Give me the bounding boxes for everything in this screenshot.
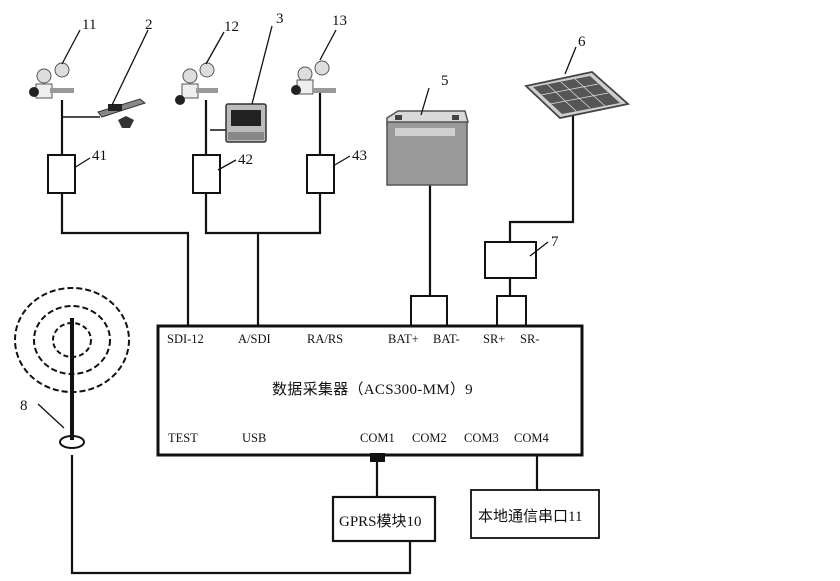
anemometer-cup-right: [54, 62, 70, 78]
station-12-arm: [196, 88, 218, 93]
protector-41: [47, 154, 76, 194]
station-13-arm: [312, 88, 336, 93]
port-com4: COM4: [514, 431, 549, 445]
leader-12: [205, 31, 225, 65]
callout-8: 8: [20, 398, 28, 414]
anemometer-cup-right: [314, 60, 330, 76]
station-12-housing: [181, 83, 199, 99]
battery-terminal-left: [395, 115, 402, 120]
callout-12: 12: [224, 19, 239, 35]
sr-connector: [496, 295, 527, 327]
sensor-3-display: [231, 110, 261, 126]
charge-regulator: [484, 241, 537, 279]
anemometer-cup-left: [182, 68, 198, 84]
bat-connector: [410, 295, 448, 327]
leader-43: [332, 155, 351, 167]
station-12-sensor-dot: [175, 95, 185, 105]
port-ra-rs: RA/RS: [307, 332, 344, 346]
anemometer-cup-left: [297, 66, 313, 82]
wire-antenna-gprs: [70, 455, 412, 575]
sensor-2-head: [108, 104, 122, 111]
local-serial-box: [470, 489, 600, 539]
panel-cells: [533, 76, 620, 114]
leader-8: [37, 403, 65, 429]
port-com1: COM1: [360, 431, 395, 445]
battery-label-strip: [395, 128, 455, 136]
port-sr-plus: SR+: [483, 332, 506, 346]
leader-5: [420, 87, 430, 116]
callout-6: 6: [578, 34, 586, 50]
sensor-2-clamp: [118, 116, 134, 128]
port-sr-minus: SR-: [520, 332, 540, 346]
protector-43: [306, 154, 335, 194]
leader-6: [564, 46, 577, 75]
port-com2: COM2: [412, 431, 447, 445]
station-11-sensor-dot: [29, 87, 39, 97]
leader-41: [73, 157, 91, 169]
callout-5: 5: [441, 73, 449, 89]
leader-7: [529, 241, 549, 257]
callout-7: 7: [551, 234, 559, 250]
local-serial-label: 本地通信串口11: [478, 509, 583, 525]
antenna: [14, 287, 130, 449]
gprs-module-label: GPRS模块10: [339, 514, 422, 530]
sensor-3-base: [228, 132, 264, 140]
station-11-arm: [50, 88, 74, 93]
callout-3: 3: [276, 11, 284, 27]
callout-13: 13: [332, 13, 347, 29]
port-bat-minus: BAT-: [433, 332, 460, 346]
callout-11: 11: [82, 17, 97, 33]
station-13-sensor-dot: [291, 85, 301, 95]
leader-2: [111, 29, 149, 106]
panel-grid: [540, 78, 609, 112]
battery: [386, 87, 469, 186]
port-com3: COM3: [464, 431, 499, 445]
port-bat-plus: BAT+: [388, 332, 419, 346]
leader-3: [251, 25, 273, 105]
port-a-sdi: A/SDI: [238, 332, 271, 346]
callout-41: 41: [92, 148, 107, 164]
data-logger-box: [156, 324, 584, 457]
leader-42: [217, 159, 237, 171]
weather-station-13: [291, 29, 337, 95]
sensor-3: [225, 25, 273, 143]
protector-42: [192, 154, 221, 194]
port-test: TEST: [168, 431, 198, 445]
callout-43: 43: [352, 148, 367, 164]
gprs-module-box: [331, 495, 437, 543]
sensor-2: [97, 29, 149, 128]
anemometer-cup-right: [199, 62, 215, 78]
wire-solar: [508, 112, 575, 242]
antenna-base: [59, 435, 85, 449]
weather-station-11: [29, 29, 81, 99]
logger-title: 数据采集器（ACS300-MM）9: [272, 382, 473, 398]
solar-panel: [524, 46, 630, 119]
wire-41-sdi12: [60, 192, 190, 326]
wiring: [60, 90, 575, 575]
com1-plug: [370, 453, 385, 462]
callout-2: 2: [145, 17, 153, 33]
anemometer-cup-left: [36, 68, 52, 84]
callout-42: 42: [238, 152, 253, 168]
battery-terminal-right: [452, 115, 459, 120]
leader-13: [319, 29, 337, 61]
port-sdi12: SDI-12: [167, 332, 204, 346]
weather-station-12: [175, 31, 225, 105]
port-usb: USB: [242, 431, 267, 445]
wire-42-43: [204, 192, 322, 235]
leader-11: [61, 29, 81, 65]
